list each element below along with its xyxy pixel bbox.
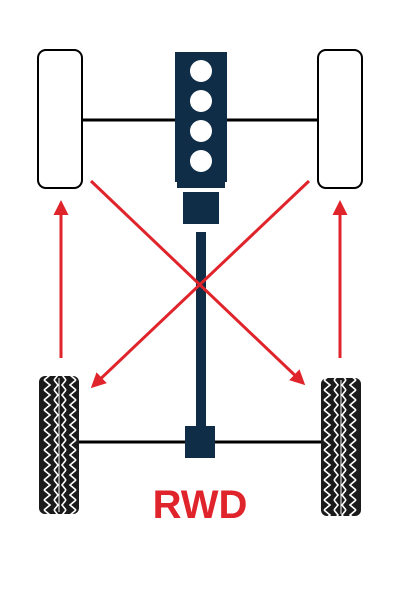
drive-type-label: RWD xyxy=(153,483,248,527)
front-left-wheel-icon xyxy=(37,49,83,189)
arrow-front-right-to-rear-left xyxy=(90,179,311,389)
rear-right-tire-icon xyxy=(321,378,361,516)
rear-differential-icon xyxy=(185,426,215,458)
driveshaft xyxy=(196,232,206,428)
rear-left-tire-icon xyxy=(39,376,79,514)
arrow-front-left-to-rear-right xyxy=(89,179,306,386)
engine-icon xyxy=(175,52,227,224)
front-right-wheel-icon xyxy=(317,49,363,189)
